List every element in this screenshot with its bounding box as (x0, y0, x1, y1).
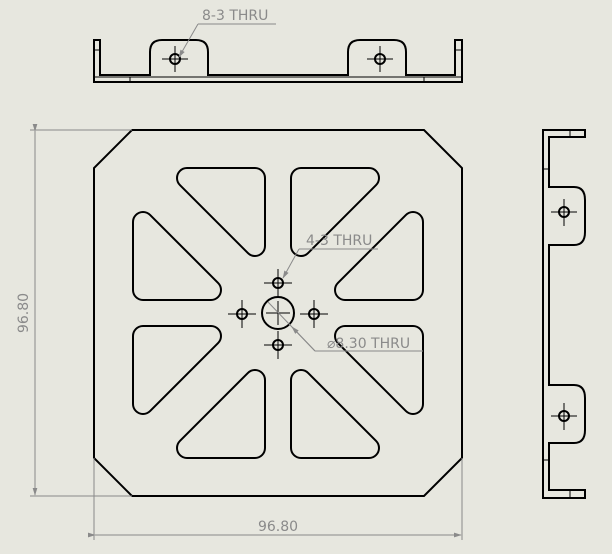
hole (367, 46, 393, 72)
hole (551, 199, 577, 226)
side-view (542, 129, 586, 499)
hole (228, 300, 256, 328)
hole (300, 300, 328, 328)
hole-callout-large: ⌀8.30 THRU (327, 336, 410, 352)
pocket (187, 178, 255, 246)
hole (264, 331, 292, 359)
top-view: 8-3 THRU (93, 8, 463, 83)
hole (162, 46, 188, 72)
hole-callout-top: 8-3 THRU (202, 8, 268, 24)
width-dimension-value: 96.80 (258, 519, 298, 535)
hole-callout-small: 4-3 THRU (306, 233, 372, 249)
height-dimension-value: 96.80 (16, 293, 32, 333)
hole (551, 403, 577, 430)
hole (264, 269, 292, 297)
pocket (143, 336, 211, 404)
pocket (143, 222, 211, 290)
pocket (301, 380, 369, 448)
width-dimension: 96.80 (87, 458, 463, 540)
pocket (187, 380, 255, 448)
height-dimension: 96.80 (16, 123, 132, 497)
plate-view: 4-3 THRU ⌀8.30 THRU (93, 129, 463, 497)
